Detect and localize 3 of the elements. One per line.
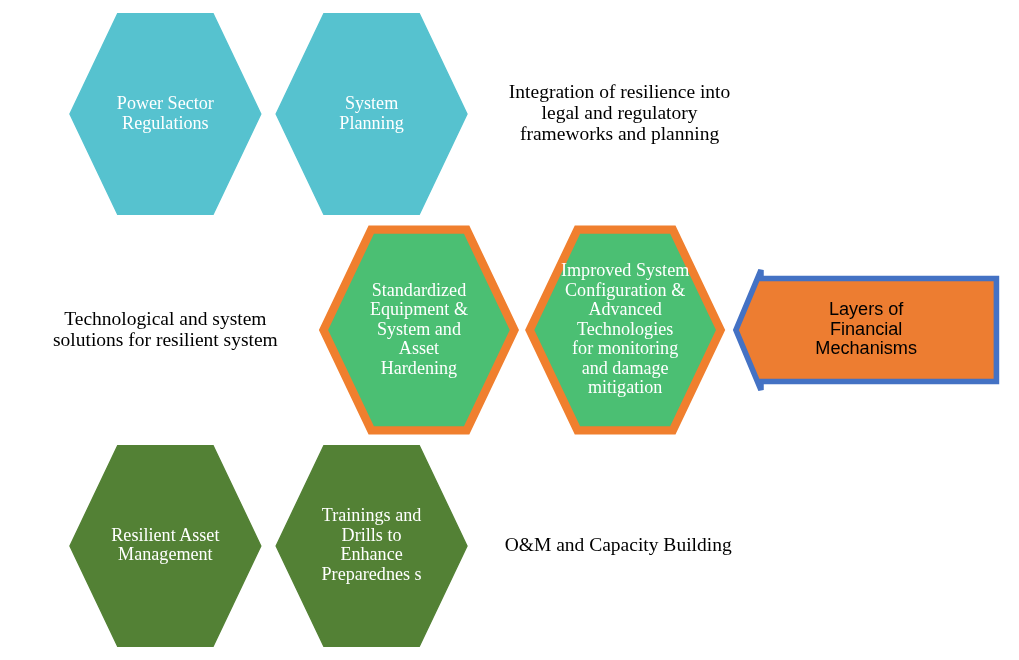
label: Technological and system solutions for resilient system [52, 307, 278, 350]
label: Integration of resilience into legal and regulatory frameworks and planning [508, 81, 731, 145]
label: O&M and Capacity Building [504, 534, 732, 556]
